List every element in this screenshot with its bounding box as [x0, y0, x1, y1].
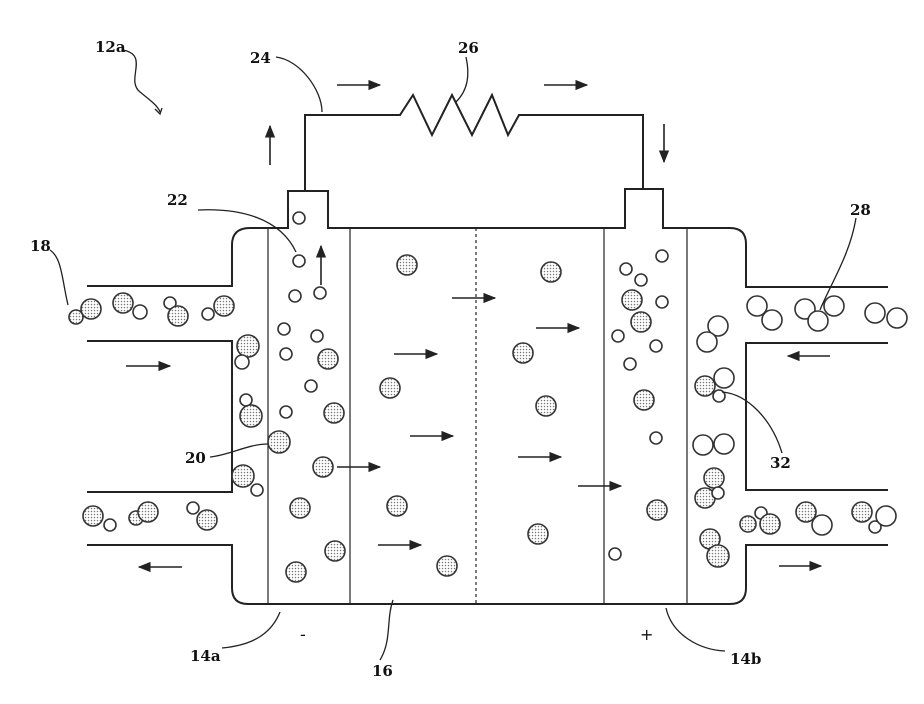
label-circuit-wire: 24 [250, 49, 271, 67]
label-assembly: 12a [95, 38, 126, 56]
label-oxidant-bubble: 32 [770, 454, 791, 472]
bubbles [69, 212, 907, 582]
label-electrolyte: 16 [372, 662, 393, 680]
label-anode-bubble: 22 [167, 191, 188, 209]
anode-polarity-sign: - [300, 625, 306, 644]
label-anode: 14a [190, 647, 221, 665]
label-fuel-inlet: 18 [30, 237, 51, 255]
label-oxidant-inlet: 28 [850, 201, 871, 219]
label-load: 26 [458, 39, 479, 57]
circuit-wire [305, 95, 643, 191]
label-cathode: 14b [730, 650, 761, 668]
cathode-polarity-sign: + [640, 625, 653, 644]
cell-housing [87, 189, 888, 604]
label-fuel-bubble: 20 [185, 449, 206, 467]
